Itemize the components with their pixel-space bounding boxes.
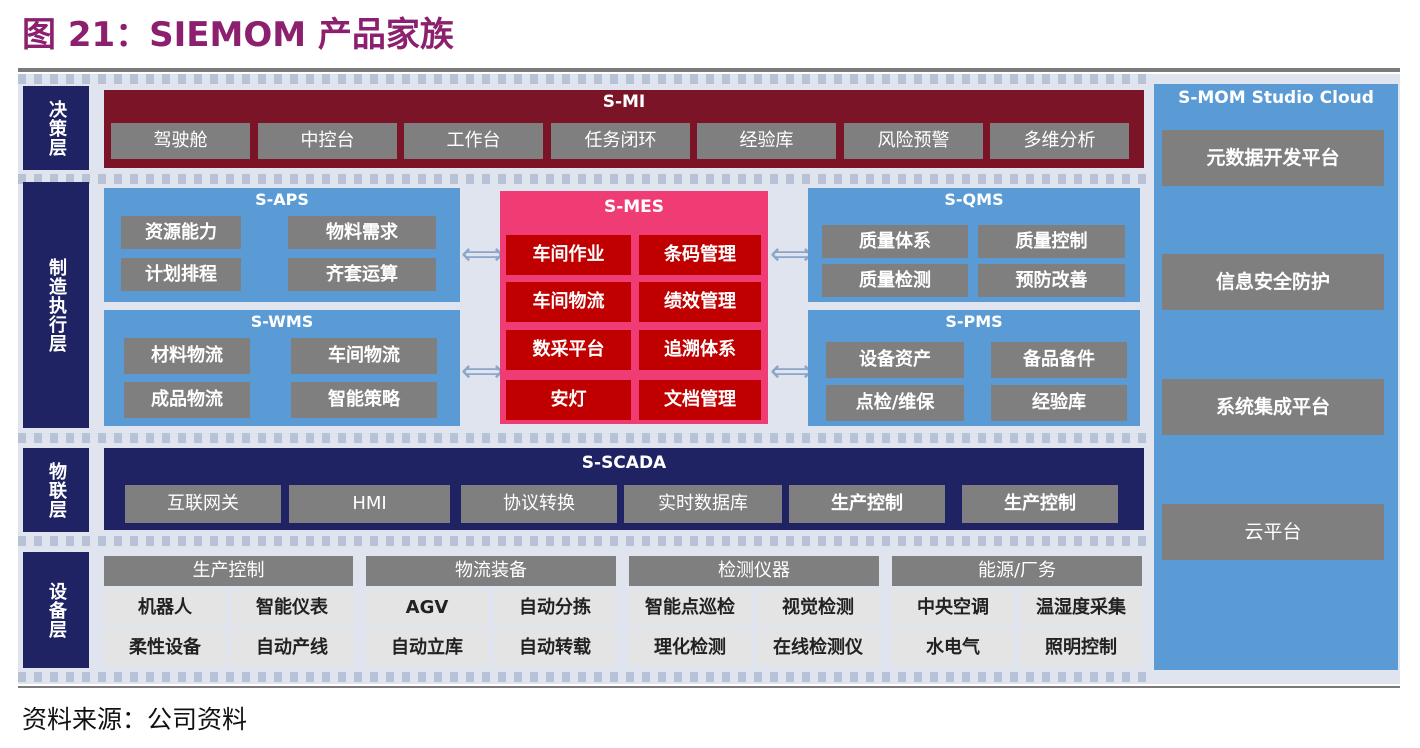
scada-item: 生产控制 (962, 485, 1118, 523)
equipment-item: 柔性设备 (104, 630, 226, 666)
mi-item: 经验库 (697, 123, 836, 159)
mes-item: 安灯 (506, 380, 631, 420)
mes-item: 文档管理 (639, 380, 761, 420)
separator (18, 536, 1152, 546)
wms-item: 成品物流 (124, 382, 250, 418)
aps-item: 资源能力 (121, 216, 241, 249)
equipment-item: 智能仪表 (231, 590, 353, 626)
equipment-item: 在线检测仪 (757, 630, 879, 666)
s-wms-title: S-WMS (250, 312, 314, 331)
scada-item: 生产控制 (789, 485, 945, 523)
mes-item: 车间作业 (506, 235, 631, 275)
equipment-group-header: 能源/厂务 (892, 556, 1142, 586)
double-arrow-icon: ⟺ (770, 354, 814, 389)
aps-item: 齐套运算 (288, 258, 436, 291)
mi-item: 风险预警 (844, 123, 983, 159)
wms-item: 材料物流 (124, 338, 250, 374)
mes-item: 条码管理 (639, 235, 761, 275)
equipment-item: 水电气 (892, 630, 1014, 666)
layer-label-equipment: 设备层 (23, 552, 89, 668)
double-arrow-icon: ⟺ (461, 354, 505, 389)
equipment-group-header: 生产控制 (104, 556, 353, 586)
s-scada-title: S-SCADA (581, 453, 667, 473)
equipment-item: 智能点巡检 (629, 590, 751, 626)
scada-item: 协议转换 (461, 485, 617, 523)
separator (18, 174, 1152, 184)
bottom-rule (18, 686, 1400, 688)
s-pms-title: S-PMS (945, 312, 1003, 331)
separator (18, 74, 1152, 84)
qms-item: 质量体系 (822, 225, 968, 258)
equipment-item: 自动立库 (366, 630, 488, 666)
equipment-item: 温湿度采集 (1020, 590, 1142, 626)
double-arrow-icon: ⟺ (461, 237, 505, 272)
cloud-item: 系统集成平台 (1162, 379, 1384, 435)
scada-item: HMI (289, 485, 450, 523)
pms-item: 备品备件 (991, 342, 1127, 378)
equipment-item: 自动产线 (231, 630, 353, 666)
qms-item: 质量检测 (822, 264, 968, 297)
equipment-item: 照明控制 (1020, 630, 1142, 666)
separator (18, 433, 1152, 443)
wms-item: 车间物流 (291, 338, 437, 374)
source-note: 资料来源：公司资料 (22, 705, 248, 734)
cloud-title: S-MOM Studio Cloud (1178, 88, 1374, 108)
mi-item: 工作台 (404, 123, 543, 159)
scada-item: 互联网关 (125, 485, 281, 523)
qms-item: 预防改善 (978, 264, 1125, 297)
qms-item: 质量控制 (978, 225, 1125, 258)
mes-item: 追溯体系 (639, 330, 761, 370)
equipment-item: 机器人 (104, 590, 226, 626)
cloud-item: 元数据开发平台 (1162, 130, 1384, 186)
wms-item: 智能策略 (291, 382, 437, 418)
equipment-item: 自动转载 (494, 630, 616, 666)
equipment-group-header: 检测仪器 (629, 556, 879, 586)
cloud-item: 信息安全防护 (1162, 254, 1384, 310)
double-arrow-icon: ⟺ (770, 237, 814, 272)
aps-item: 物料需求 (288, 216, 436, 249)
mes-item: 车间物流 (506, 282, 631, 322)
equipment-item: 理化检测 (629, 630, 751, 666)
mes-item: 数采平台 (506, 330, 631, 370)
mi-item: 多维分析 (990, 123, 1129, 159)
scada-item: 实时数据库 (624, 485, 782, 523)
equipment-item: 自动分拣 (494, 590, 616, 626)
figure-title: 图 21：SIEMOM 产品家族 (22, 15, 454, 55)
separator (18, 672, 1152, 682)
mi-item: 中控台 (258, 123, 397, 159)
mi-item: 驾驶舱 (111, 123, 250, 159)
layer-label-decision: 决策层 (23, 86, 89, 170)
s-qms-title: S-QMS (944, 190, 1004, 209)
equipment-item: AGV (366, 590, 488, 626)
equipment-group-header: 物流装备 (366, 556, 616, 586)
cloud-item: 云平台 (1162, 504, 1384, 560)
aps-item: 计划排程 (121, 258, 241, 291)
equipment-item: 视觉检测 (757, 590, 879, 626)
pms-item: 设备资产 (826, 342, 964, 378)
pms-item: 经验库 (991, 385, 1127, 421)
layer-label-iot: 物联层 (23, 448, 89, 532)
mes-item: 绩效管理 (639, 282, 761, 322)
top-rule (18, 68, 1400, 72)
equipment-item: 中央空调 (892, 590, 1014, 626)
s-mi-title: S-MI (602, 92, 646, 112)
pms-item: 点检/维保 (826, 385, 964, 421)
s-mes-title: S-MES (603, 197, 665, 217)
mi-item: 任务闭环 (551, 123, 690, 159)
layer-label-execution: 制造执行层 (23, 182, 89, 428)
s-aps-title: S-APS (255, 190, 309, 209)
